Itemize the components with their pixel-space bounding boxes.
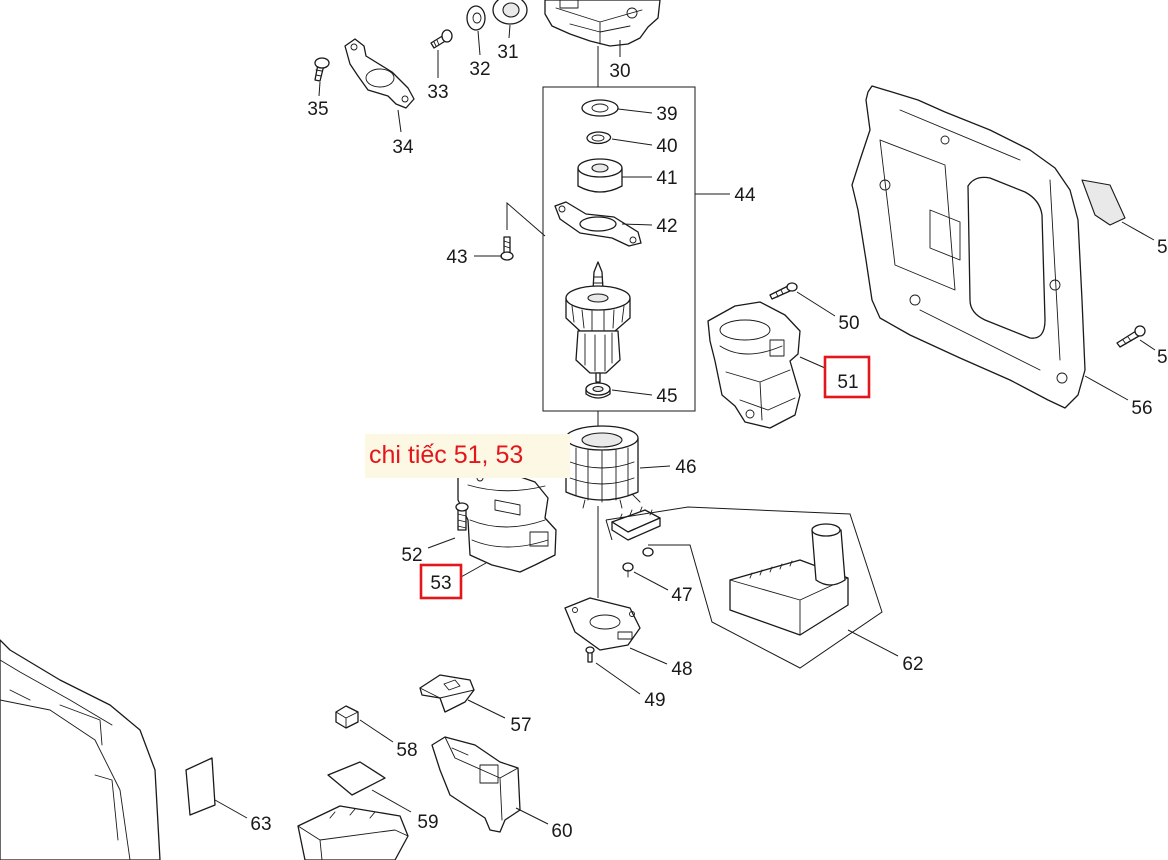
label-57: 57 <box>510 715 531 736</box>
label-46: 46 <box>675 457 696 478</box>
label-59: 59 <box>417 812 438 833</box>
part-51-housing <box>707 301 801 429</box>
leader-lines <box>214 24 1156 825</box>
right-edge-screw <box>1116 325 1146 348</box>
part-31-bearing <box>492 0 528 25</box>
label-53: 53 <box>430 573 451 594</box>
part-35-screw <box>314 57 330 82</box>
armature <box>565 261 631 383</box>
label-45: 45 <box>656 386 677 407</box>
part-58-small-block <box>335 705 359 729</box>
label-39: 39 <box>656 104 677 125</box>
label-58: 58 <box>396 740 417 761</box>
part-30-motor-housing <box>544 0 661 47</box>
part-56-housing-half <box>851 85 1086 409</box>
label-35: 35 <box>307 99 328 120</box>
part-labels: 35 34 33 32 31 30 39 40 41 42 44 43 45 5… <box>250 42 1167 842</box>
part-57-switch-lever <box>419 674 475 713</box>
part-42-retainer-plate <box>554 201 642 247</box>
label-62: 62 <box>902 654 923 675</box>
label-48: 48 <box>671 659 692 680</box>
label-51: 51 <box>837 372 858 393</box>
label-63: 63 <box>250 814 271 835</box>
label-34: 34 <box>392 137 414 158</box>
part-39-washer <box>581 99 619 117</box>
part-34-bracket-plate <box>344 38 415 109</box>
part-45-bearing <box>585 382 611 399</box>
label-56: 56 <box>1131 398 1152 419</box>
label-60: 60 <box>551 821 572 842</box>
part-52-screw <box>455 502 469 531</box>
part-32-washer <box>466 5 486 31</box>
part-60-switch <box>431 736 521 833</box>
highlight-box-51 <box>823 355 871 399</box>
label-43: 43 <box>446 247 467 268</box>
part-50-screw <box>769 282 798 300</box>
part-63-sheet <box>185 757 216 816</box>
part-59-sheet <box>327 761 386 796</box>
label-42: 42 <box>656 216 677 237</box>
label-30: 30 <box>609 61 630 82</box>
note-text: chi tiếc 51, 53 <box>369 441 523 469</box>
part-46-stator <box>565 425 641 509</box>
label-32: 32 <box>469 59 490 80</box>
note-callout: chi tiếc 51, 53 <box>365 434 570 478</box>
label-5-upper-cropped: 5 <box>1157 237 1168 258</box>
right-edge-sheet <box>1081 179 1126 226</box>
label-47: 47 <box>671 585 692 606</box>
highlight-box-53 <box>419 563 463 600</box>
label-33: 33 <box>427 82 448 103</box>
part-62-controller <box>605 506 883 669</box>
part-40-snap-ring <box>586 131 612 145</box>
left-housing-half <box>0 639 161 860</box>
label-41: 41 <box>656 168 677 189</box>
label-49: 49 <box>644 690 665 711</box>
label-50: 50 <box>838 313 859 334</box>
bottom-switch-base <box>297 805 409 860</box>
part-49-screw <box>585 646 595 663</box>
label-52: 52 <box>401 545 422 566</box>
part-44-armature-assembly-box <box>542 86 696 412</box>
part-41-bearing <box>577 158 623 193</box>
label-44: 44 <box>734 185 756 206</box>
label-5-lower-cropped: 5 <box>1157 347 1168 368</box>
part-48-plate <box>564 597 641 651</box>
part-47-terminal-board <box>611 506 661 578</box>
label-40: 40 <box>656 136 677 157</box>
part-43-screw <box>500 201 546 261</box>
part-33-screw <box>430 29 453 49</box>
label-31: 31 <box>497 42 518 63</box>
note-background <box>365 434 570 478</box>
